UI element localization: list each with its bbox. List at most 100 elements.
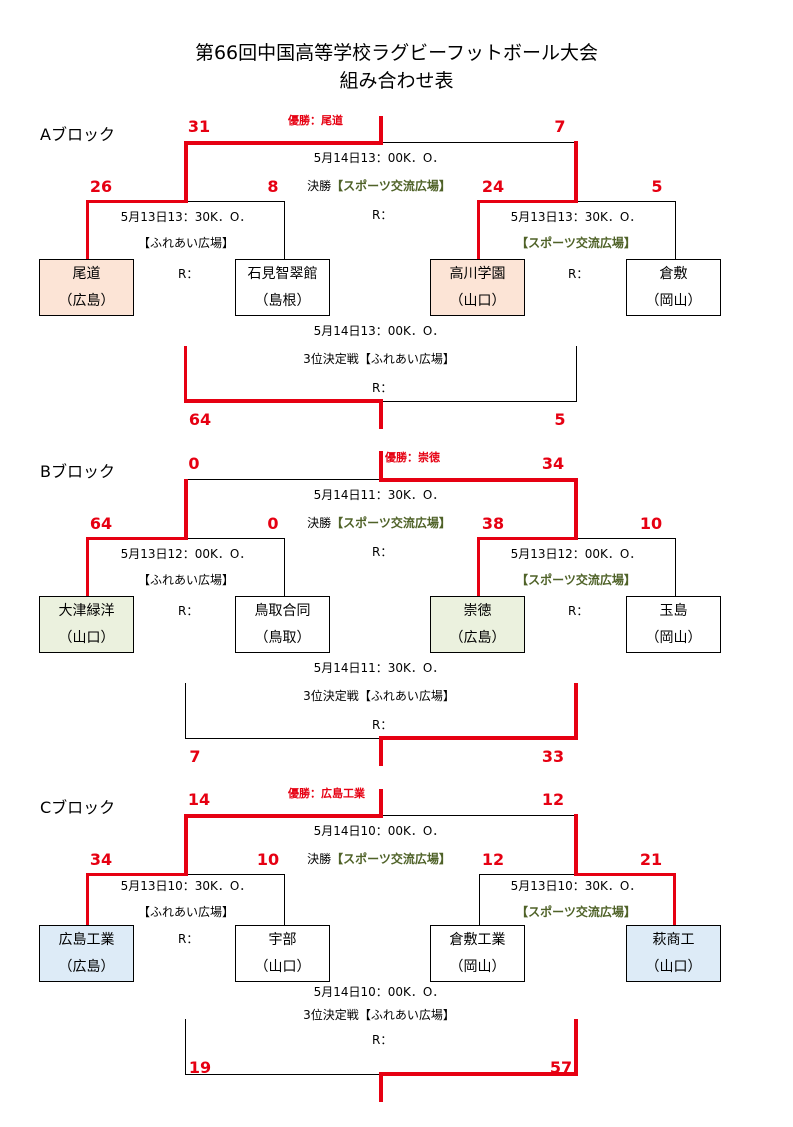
team-name: 高川学園 bbox=[449, 266, 506, 282]
team-box: 倉敷工業 （岡山） bbox=[430, 925, 525, 982]
team-box: 尾道 （広島） bbox=[39, 259, 134, 316]
team-prefecture: （広島） bbox=[449, 630, 506, 646]
third-score-right: 33 bbox=[541, 747, 565, 766]
third-referee: R： bbox=[372, 718, 393, 732]
team-prefecture: （山口） bbox=[58, 630, 115, 646]
team-prefecture: （山口） bbox=[254, 959, 311, 975]
final-score-right: 7 bbox=[554, 117, 566, 136]
team-box: 広島工業 （広島） bbox=[39, 925, 134, 982]
final-time: 5月14日10：00K．O． bbox=[313, 824, 445, 838]
team-name: 倉敷 bbox=[659, 266, 688, 282]
third-score-left: 64 bbox=[188, 410, 212, 429]
team-name: 大津緑洋 bbox=[58, 603, 115, 619]
champion-label: 優勝：崇徳 bbox=[385, 451, 440, 464]
team-name: 玉島 bbox=[659, 603, 688, 619]
final-score-right: 12 bbox=[541, 790, 565, 809]
page-title: 第66回中国高等学校ラグビーフットボール大会 bbox=[194, 42, 599, 64]
team-box: 大津緑洋 （山口） bbox=[39, 596, 134, 653]
final-score-left: 31 bbox=[187, 117, 211, 136]
team-prefecture: （山口） bbox=[449, 293, 506, 309]
team-box: 宇部 （山口） bbox=[235, 925, 330, 982]
semi-right-score-right: 5 bbox=[651, 177, 663, 196]
team-prefecture: （岡山） bbox=[645, 630, 702, 646]
semi-right-score-left: 24 bbox=[481, 177, 505, 196]
champion-label: 優勝：尾道 bbox=[288, 114, 343, 127]
semi-left-score-left: 26 bbox=[89, 177, 113, 196]
team-box: 石見智翠館 （島根） bbox=[235, 259, 330, 316]
semi-left-venue: 【ふれあい広場】 bbox=[137, 573, 234, 587]
third-time: 5月14日11：30K．O． bbox=[313, 661, 445, 675]
team-name: 萩商工 bbox=[652, 932, 695, 948]
semi-left-referee: R： bbox=[178, 932, 199, 946]
third-time: 5月14日10：00K．O． bbox=[313, 985, 445, 999]
team-box: 鳥取合同 （鳥取） bbox=[235, 596, 330, 653]
team-prefecture: （山口） bbox=[645, 959, 702, 975]
team-name: 宇部 bbox=[268, 932, 297, 948]
team-box: 高川学園 （山口） bbox=[430, 259, 525, 316]
third-score-right: 57 bbox=[549, 1058, 573, 1077]
final-round: 決勝【スポーツ交流広場】 bbox=[307, 516, 451, 530]
block-label: Bブロック bbox=[40, 462, 115, 481]
semi-left-referee: R： bbox=[178, 267, 199, 281]
semi-right-time: 5月13日13：30K．O． bbox=[510, 210, 642, 224]
team-box: 崇徳 （広島） bbox=[430, 596, 525, 653]
semi-left-score-right: 10 bbox=[256, 850, 280, 869]
block-a: Aブロック 優勝：尾道 31 7 26 8 24 5 64 5 5月14日13：… bbox=[0, 114, 793, 454]
block-label: Aブロック bbox=[40, 125, 115, 144]
semi-left-score-left: 64 bbox=[89, 514, 113, 533]
third-score-right: 5 bbox=[554, 410, 566, 429]
semi-right-time: 5月13日12：00K．O． bbox=[510, 547, 642, 561]
third-referee: R： bbox=[372, 1033, 393, 1047]
semi-right-venue: 【スポーツ交流広場】 bbox=[516, 905, 636, 919]
final-score-right: 34 bbox=[541, 454, 565, 473]
semi-right-time: 5月13日10：30K．O． bbox=[510, 879, 642, 893]
third-round: 3位決定戦【ふれあい広場】 bbox=[303, 689, 455, 703]
third-score-left: 19 bbox=[188, 1058, 212, 1077]
semi-left-referee: R： bbox=[178, 604, 199, 618]
final-referee: R： bbox=[372, 208, 393, 222]
semi-left-score-left: 34 bbox=[89, 850, 113, 869]
semi-right-venue: 【スポーツ交流広場】 bbox=[516, 236, 636, 250]
team-box: 倉敷 （岡山） bbox=[626, 259, 721, 316]
final-round: 決勝【スポーツ交流広場】 bbox=[307, 852, 451, 866]
semi-right-referee: R： bbox=[568, 267, 589, 281]
team-name: 倉敷工業 bbox=[449, 932, 506, 948]
third-round: 3位決定戦【ふれあい広場】 bbox=[303, 352, 455, 366]
block-c: Cブロック 優勝：広島工業 14 12 34 10 12 21 19 57 5月… bbox=[0, 787, 793, 1127]
team-box: 玉島 （岡山） bbox=[626, 596, 721, 653]
semi-right-score-right: 10 bbox=[639, 514, 663, 533]
final-referee: R： bbox=[372, 545, 393, 559]
team-name: 尾道 bbox=[72, 266, 101, 282]
semi-left-venue: 【ふれあい広場】 bbox=[137, 236, 234, 250]
semi-right-score-right: 21 bbox=[639, 850, 663, 869]
final-time: 5月14日13：00K．O． bbox=[313, 151, 445, 165]
final-score-left: 0 bbox=[188, 454, 200, 473]
page-subtitle: 組み合わせ表 bbox=[339, 70, 454, 92]
semi-left-score-right: 8 bbox=[267, 177, 279, 196]
semi-left-time: 5月13日10：30K．O． bbox=[120, 879, 252, 893]
semi-right-score-left: 12 bbox=[481, 850, 505, 869]
team-prefecture: （島根） bbox=[254, 293, 311, 309]
team-prefecture: （広島） bbox=[58, 293, 115, 309]
semi-left-time: 5月13日13：30K．O． bbox=[120, 210, 252, 224]
team-prefecture: （鳥取） bbox=[254, 630, 311, 646]
semi-right-score-left: 38 bbox=[481, 514, 505, 533]
team-prefecture: （岡山） bbox=[645, 293, 702, 309]
semi-left-time: 5月13日12：00K．O． bbox=[120, 547, 252, 561]
final-time: 5月14日11：30K．O． bbox=[313, 488, 445, 502]
semi-right-venue: 【スポーツ交流広場】 bbox=[516, 573, 636, 587]
third-score-left: 7 bbox=[189, 747, 201, 766]
semi-left-venue: 【ふれあい広場】 bbox=[137, 905, 234, 919]
final-round: 決勝【スポーツ交流広場】 bbox=[307, 179, 451, 193]
champion-label: 優勝：広島工業 bbox=[288, 787, 365, 800]
semi-left-score-right: 0 bbox=[267, 514, 279, 533]
third-time: 5月14日13：00K．O． bbox=[313, 324, 445, 338]
third-round: 3位決定戦【ふれあい広場】 bbox=[303, 1008, 455, 1022]
block-label: Cブロック bbox=[40, 798, 116, 817]
team-prefecture: （岡山） bbox=[449, 959, 506, 975]
team-name: 広島工業 bbox=[58, 932, 115, 948]
team-box: 萩商工 （山口） bbox=[626, 925, 721, 982]
team-prefecture: （広島） bbox=[58, 959, 115, 975]
block-b: Bブロック 優勝：崇徳 0 34 64 0 38 10 7 33 5月14日11… bbox=[0, 451, 793, 791]
semi-right-referee: R： bbox=[568, 604, 589, 618]
